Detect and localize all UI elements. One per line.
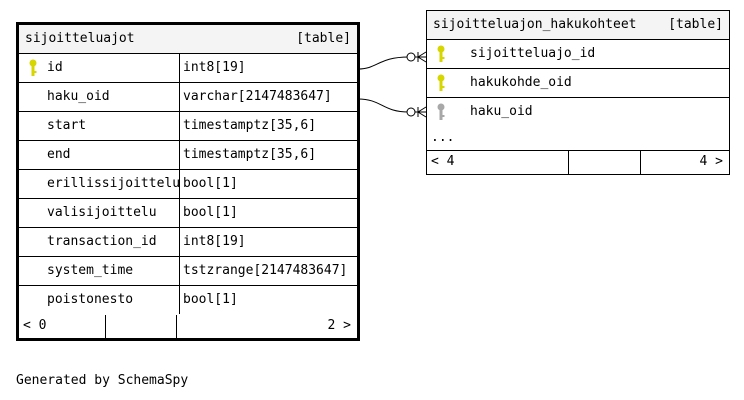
column-row-start[interactable]: start timestamptz[35,6] — [19, 112, 357, 141]
column-type: int8[19] — [179, 54, 246, 82]
generated-by-caption: Generated by SchemaSpy — [16, 373, 189, 388]
children-count[interactable]: 4 > — [699, 154, 723, 169]
column-name: sijoitteluajo_id — [470, 46, 596, 61]
table-footer: < 4 4 > — [427, 151, 729, 174]
table-kind: [table] — [668, 17, 723, 32]
column-type: bool[1] — [179, 170, 238, 198]
column-name: haku_oid — [470, 104, 533, 119]
table-header[interactable]: sijoitteluajot [table] — [19, 25, 357, 54]
relation-haku-oid-to-haku-oid — [357, 98, 427, 118]
column-name: haku_oid — [47, 89, 110, 104]
footer-divider — [176, 315, 177, 338]
column-type: tstzrange[2147483647] — [179, 257, 348, 285]
column-name: valisijoittelu — [47, 205, 157, 220]
column-row-sijoitteluajo-id[interactable]: sijoitteluajo_id — [427, 40, 729, 69]
column-name: transaction_id — [47, 234, 157, 249]
footer-divider — [568, 151, 569, 174]
foreign-key-icon — [437, 103, 445, 120]
column-row-end[interactable]: end timestamptz[35,6] — [19, 141, 357, 170]
relation-id-to-sijoitteluajo-id — [357, 51, 427, 70]
column-type: timestamptz[35,6] — [179, 141, 317, 169]
footer-divider — [640, 151, 641, 174]
column-name: hakukohde_oid — [470, 75, 572, 90]
column-type: bool[1] — [179, 286, 238, 314]
column-row-valisijoittelu[interactable]: valisijoittelu bool[1] — [19, 199, 357, 228]
column-type: bool[1] — [179, 199, 238, 227]
column-row-id[interactable]: id int8[19] — [19, 54, 357, 83]
primary-key-icon — [437, 45, 445, 62]
column-row-hakukohde-oid[interactable]: hakukohde_oid — [427, 69, 729, 98]
column-type: int8[19] — [179, 228, 246, 256]
ellipsis: ... — [431, 130, 455, 145]
table-footer: < 0 2 > — [19, 315, 357, 338]
children-count[interactable]: 2 > — [327, 318, 351, 333]
table-kind: [table] — [296, 31, 351, 46]
column-name: poistonesto — [47, 292, 134, 307]
column-name: start — [47, 118, 87, 133]
column-name: system_time — [47, 263, 134, 278]
table-name: sijoitteluajot — [25, 31, 135, 46]
table-sijoitteluajon-hakukohteet[interactable]: sijoitteluajon_hakukohteet [table] sijoi… — [426, 10, 730, 175]
column-row-haku-oid[interactable]: haku_oid — [427, 98, 729, 127]
column-name: end — [47, 147, 71, 162]
column-row-transaction-id[interactable]: transaction_id int8[19] — [19, 228, 357, 257]
column-row-system-time[interactable]: system_time tstzrange[2147483647] — [19, 257, 357, 286]
parents-count[interactable]: < 4 — [431, 154, 455, 169]
table-name: sijoitteluajon_hakukohteet — [433, 17, 637, 32]
footer-divider — [105, 315, 106, 338]
column-type: varchar[2147483647] — [179, 83, 332, 111]
primary-key-icon — [437, 74, 445, 91]
more-columns: ... — [427, 127, 729, 151]
parents-count[interactable]: < 0 — [23, 318, 47, 333]
table-header[interactable]: sijoitteluajon_hakukohteet [table] — [427, 11, 729, 40]
primary-key-icon — [29, 59, 37, 76]
column-row-poistonesto[interactable]: poistonesto bool[1] — [19, 286, 357, 315]
column-type: timestamptz[35,6] — [179, 112, 317, 140]
column-row-haku-oid[interactable]: haku_oid varchar[2147483647] — [19, 83, 357, 112]
column-name: id — [47, 60, 63, 75]
column-name: erillissijoittelu — [47, 176, 181, 191]
